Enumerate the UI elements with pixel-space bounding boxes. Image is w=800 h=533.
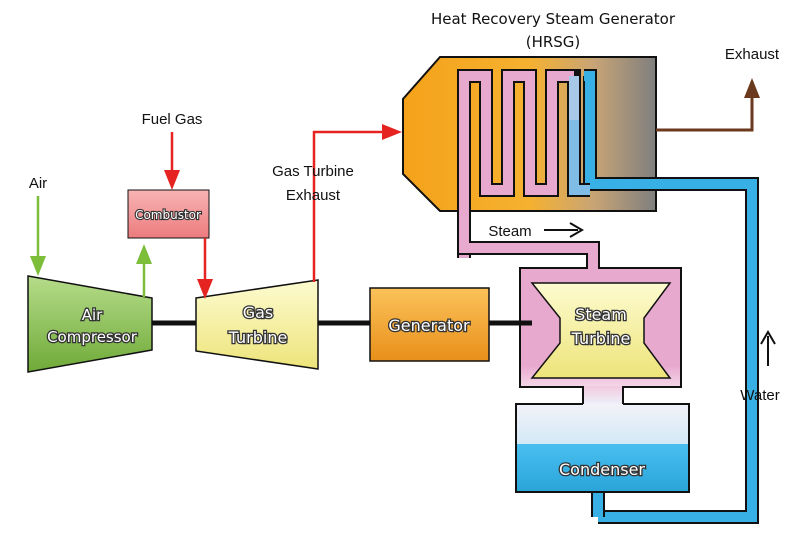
- condenser-label: Condenser: [559, 460, 645, 479]
- gt-exhaust-label-line1: Gas Turbine: [272, 163, 354, 180]
- hrsg-title: Heat Recovery Steam Generator: [431, 10, 676, 28]
- combustor-label: Combustor: [135, 208, 201, 222]
- fuel-gas-label: Fuel Gas: [142, 111, 203, 128]
- fuel-gas-arrow: [164, 132, 180, 190]
- gt-exhaust-arrow: [312, 124, 402, 282]
- compressed-air-arrow: [136, 244, 152, 297]
- combustion-gas-arrow: [197, 238, 213, 299]
- gas-turbine: [195, 279, 319, 370]
- exhaust-label: Exhaust: [725, 46, 780, 63]
- air-compressor-label-line2: Compressor: [47, 328, 138, 346]
- generator: [369, 287, 490, 362]
- hrsg-subtitle: (HRSG): [526, 33, 581, 51]
- gas-turbine-label-line1: Gas: [243, 303, 274, 322]
- steam-direction-arrow: [544, 222, 584, 238]
- steam-turbine: [530, 282, 672, 379]
- steam-turbine-label-line1: Steam: [575, 305, 627, 324]
- steam-turbine-label-line2: Turbine: [571, 329, 631, 348]
- water-label: Water: [740, 387, 779, 404]
- air-compressor-label-line1: Air: [82, 306, 103, 324]
- air-inlet-arrow: [30, 196, 46, 276]
- air-compressor: [27, 275, 153, 373]
- hrsg-exhaust-arrow: [656, 78, 760, 132]
- gas-turbine-label-line2: Turbine: [228, 328, 288, 347]
- steam-label: Steam: [488, 223, 531, 240]
- combustor: [127, 189, 210, 239]
- water-direction-arrow: [760, 330, 776, 366]
- air-label: Air: [29, 175, 47, 192]
- gt-exhaust-label-line2: Exhaust: [286, 187, 341, 204]
- generator-label: Generator: [388, 316, 470, 335]
